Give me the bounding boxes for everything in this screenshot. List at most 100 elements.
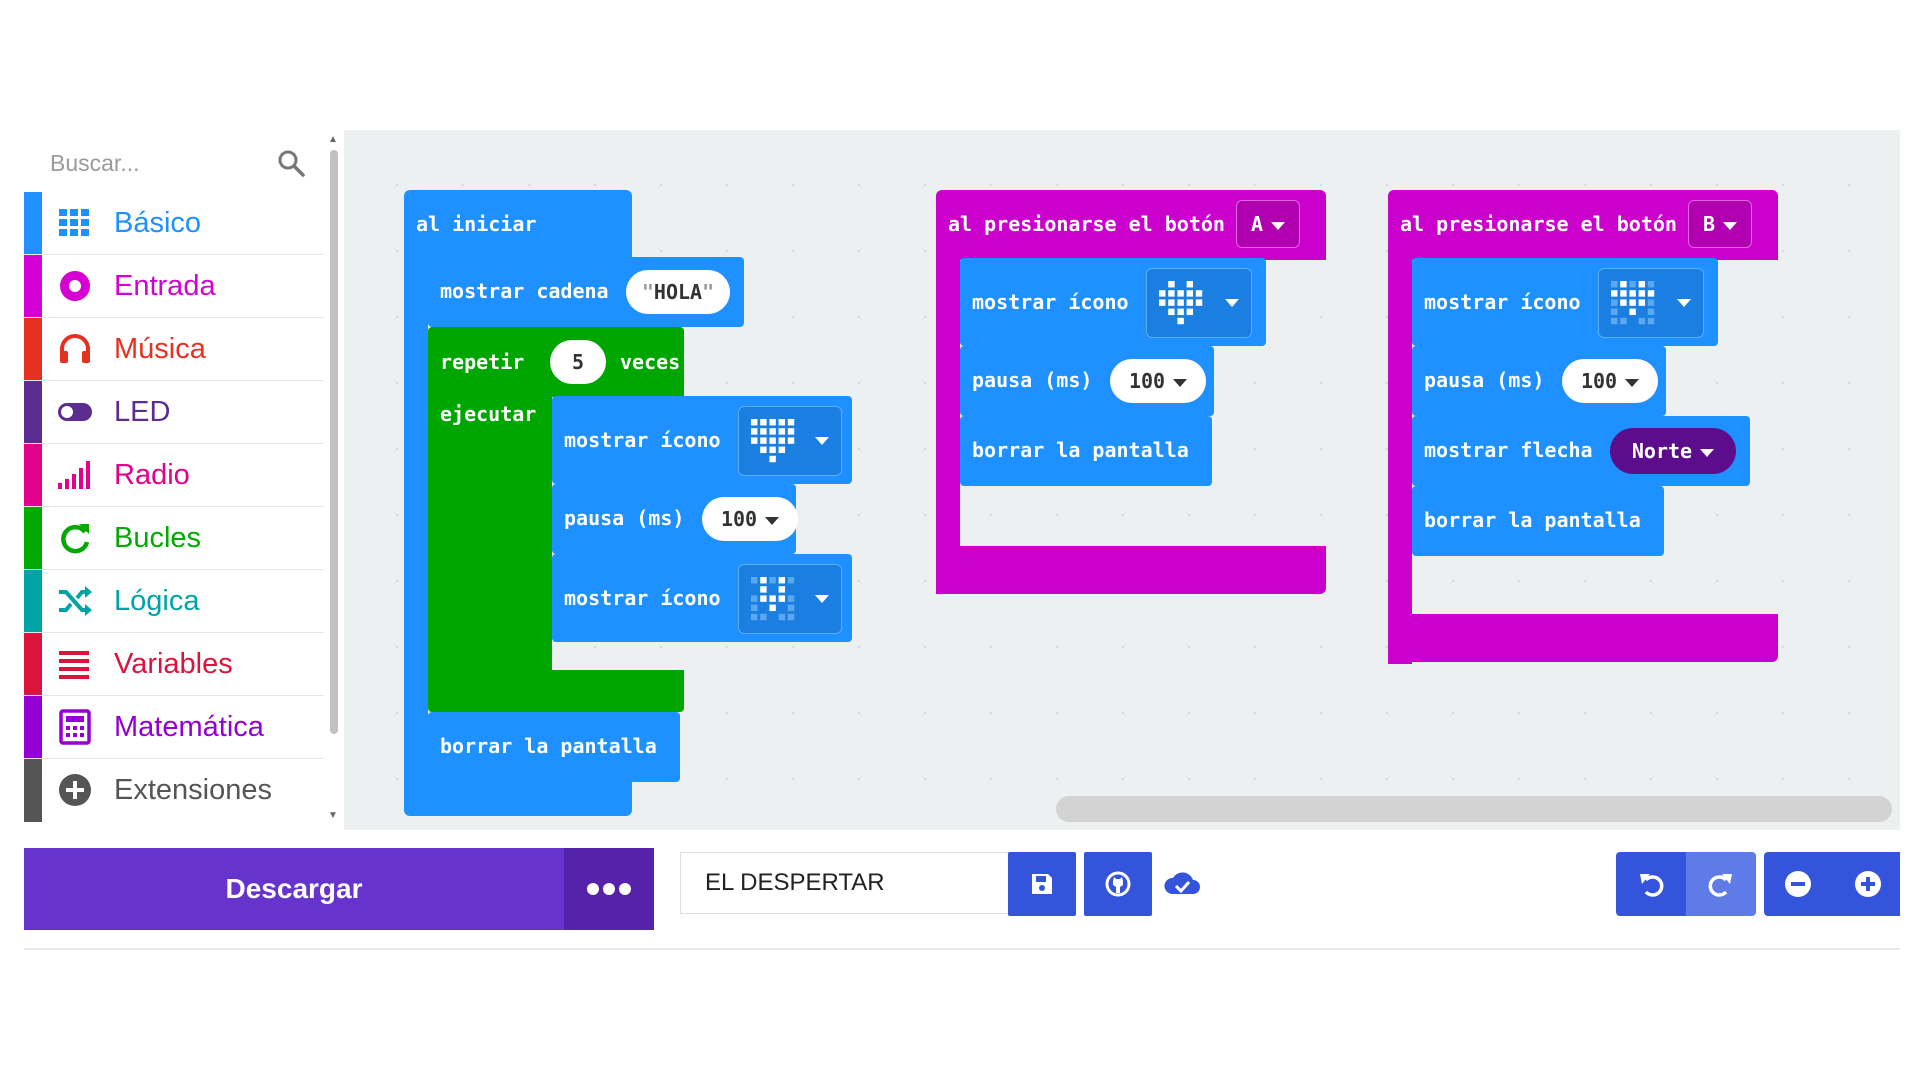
show-icon-block[interactable]: mostrar ícono [552,554,852,642]
makecode-editor: Buscar... Básico Entrada [24,130,1900,958]
editor-toolbar: Descargar EL DESPERTAR [24,830,1900,950]
search-icon[interactable] [276,148,306,178]
zoom-in-button[interactable] [1834,852,1900,916]
on-button-label: al presionarse el botón [1400,212,1677,236]
category-matematica[interactable]: Matemática [24,696,324,759]
category-color-bar [24,192,42,254]
pause-block[interactable]: pausa (ms) 100 [960,346,1214,416]
category-color-bar [24,759,42,822]
clear-screen-block[interactable]: borrar la pantalla [960,416,1212,486]
pause-value-dropdown[interactable]: 100 [1110,359,1206,403]
category-radio[interactable]: Radio [24,444,324,507]
clear-screen-label: borrar la pantalla [972,438,1189,462]
category-bucles[interactable]: Bucles [24,507,324,570]
category-label: Radio [114,459,190,491]
do-label: ejecutar [440,402,537,426]
button-value: A [1250,212,1264,236]
headphones-icon [60,334,90,363]
search-input[interactable]: Buscar... [50,150,140,176]
dropdown-arrow-icon [1173,378,1188,387]
workspace-horizontal-scrollbar[interactable] [1056,796,1892,822]
string-value: HOLA [653,280,703,304]
category-basico[interactable]: Básico [24,192,324,255]
pause-block[interactable]: pausa (ms) 100 [1412,346,1666,416]
undo-button[interactable] [1616,852,1686,916]
show-string-block[interactable]: mostrar cadena "HOLA" [428,257,744,327]
category-color-bar [24,318,42,380]
icon-picker-dropdown[interactable] [738,564,842,634]
button-a-dropdown[interactable]: A [1236,200,1300,248]
show-arrow-block[interactable]: mostrar flecha Norte [1412,416,1750,486]
toolbox-scrollbar-thumb[interactable] [330,150,338,734]
on-start-label: al iniciar [416,212,537,236]
icon-picker-dropdown[interactable] [1146,268,1252,338]
heart-icon [1159,281,1203,325]
category-label: Básico [114,207,202,239]
download-button[interactable]: Descargar [24,848,564,930]
show-arrow-label: mostrar flecha [1424,438,1593,462]
repeat-count-input[interactable]: 5 [550,340,606,384]
dropdown-arrow-icon [815,595,829,603]
small-heart-icon [1611,281,1655,325]
pause-block[interactable]: pausa (ms) 100 [552,484,798,554]
clear-screen-block[interactable]: borrar la pantalla [428,712,680,782]
category-variables[interactable]: Variables [24,633,324,696]
search-box[interactable]: Buscar... [24,130,324,192]
blocks-workspace[interactable]: al iniciar mostrar cadena "HOLA" repetir… [344,130,1900,830]
icon-picker-dropdown[interactable] [738,406,842,476]
heart-icon [751,419,795,463]
dropdown-arrow-icon [765,516,780,525]
calculator-icon [59,709,91,745]
category-label: Matemática [114,711,264,743]
pause-value: 100 [1580,369,1618,393]
toolbox: Buscar... Básico Entrada [24,130,350,830]
category-color-bar [24,633,42,695]
show-icon-block[interactable]: mostrar ícono [552,396,852,484]
category-color-bar [24,381,42,443]
category-color-bar [24,255,42,317]
undo-icon [1640,874,1664,897]
minus-circle-icon [1785,871,1811,897]
shuffle-icon [59,586,92,616]
clear-screen-block[interactable]: borrar la pantalla [1412,486,1664,556]
pause-value-dropdown[interactable]: 100 [702,497,798,541]
icon-picker-dropdown[interactable] [1598,268,1704,338]
category-color-bar [24,696,42,758]
show-icon-label: mostrar ícono [1424,290,1581,314]
category-logica[interactable]: Lógica [24,570,324,633]
scroll-up-arrow-icon[interactable]: ▲ [328,134,338,145]
target-icon [60,271,90,301]
show-icon-label: mostrar ícono [564,428,721,452]
repeat-label: repetir [440,350,525,374]
button-b-dropdown[interactable]: B [1688,200,1752,248]
category-led[interactable]: LED [24,381,324,444]
plus-circle-icon [59,774,91,806]
category-color-bar [24,507,42,569]
category-entrada[interactable]: Entrada [24,255,324,318]
cloud-sync-icon[interactable] [1162,866,1202,902]
dropdown-arrow-icon [1625,378,1640,387]
redo-button[interactable] [1686,852,1756,916]
category-label: Entrada [114,270,216,302]
category-label: Bucles [114,522,202,554]
arrow-direction-dropdown[interactable]: Norte [1610,428,1736,474]
pause-label: pausa (ms) [972,368,1093,392]
show-icon-block[interactable]: mostrar ícono [960,258,1266,346]
signal-bars-icon [58,461,90,489]
clear-screen-label: borrar la pantalla [440,734,657,758]
pause-value-dropdown[interactable]: 100 [1562,359,1658,403]
on-button-label: al presionarse el botón [948,212,1225,236]
save-button[interactable] [1008,852,1076,916]
github-button[interactable] [1084,852,1152,916]
more-options-button[interactable] [564,848,654,930]
show-icon-block[interactable]: mostrar ícono [1412,258,1718,346]
project-name-input[interactable]: EL DESPERTAR [680,852,1016,914]
category-extensiones[interactable]: Extensiones [24,759,324,822]
category-musica[interactable]: Música [24,318,324,381]
string-value-input[interactable]: "HOLA" [626,270,730,314]
dropdown-arrow-icon [1700,448,1715,457]
category-color-bar [24,444,42,506]
zoom-out-button[interactable] [1764,852,1834,916]
scroll-down-arrow-icon[interactable]: ▼ [328,810,338,821]
dropdown-arrow-icon [815,437,829,445]
